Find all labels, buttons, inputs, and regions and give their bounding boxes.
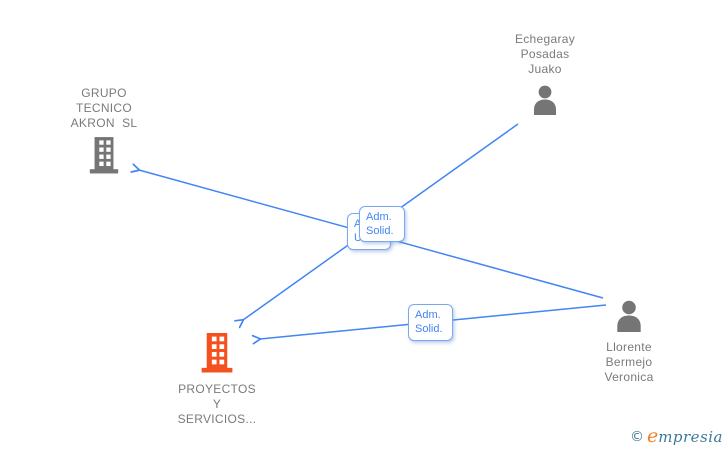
node-label-line: Echegaray [514, 32, 576, 46]
node-label-line: PROYECTOS [178, 382, 256, 396]
node-label: GRUPO TECNICO AKRON SL [44, 86, 164, 131]
edge-label-adm-solid-center: Adm. Solid. [359, 206, 405, 242]
node-grupo-tecnico-akron[interactable]: GRUPO TECNICO AKRON SL [44, 86, 164, 179]
node-label-line: TECNICO [75, 101, 133, 115]
node-label: Echegaray Posadas Juako [487, 32, 603, 77]
empresia-logo[interactable]: ©empresia [630, 425, 723, 447]
node-echegaray-posadas[interactable]: Echegaray Posadas Juako [487, 32, 603, 120]
company-building-icon[interactable] [87, 137, 121, 179]
node-label-line: Y [212, 397, 222, 411]
person-icon[interactable] [529, 85, 561, 120]
node-label-line: Llorente [606, 340, 652, 354]
brand-initial: e [646, 425, 659, 447]
edge-label-line: Solid. [366, 224, 394, 237]
company-building-icon-focal[interactable] [198, 333, 236, 378]
node-label-line: AKRON SL [70, 116, 138, 130]
node-label-line: SERVICIOS... [177, 412, 257, 426]
edge-label-adm-solid-lower: Adm. Solid. [408, 304, 453, 341]
node-label-line: Posadas [520, 47, 570, 61]
node-label-line: Juako [528, 62, 562, 76]
node-label-line: Bermejo [605, 355, 653, 369]
node-proyectos-servicios[interactable]: PROYECTOS Y SERVICIOS... [157, 333, 277, 427]
node-llorente-bermejo[interactable]: Llorente Bermejo Veronica [571, 300, 687, 385]
node-label-line: Veronica [604, 370, 654, 384]
person-icon[interactable] [612, 300, 646, 337]
copyright-icon: © [629, 429, 644, 445]
node-label-line: GRUPO [81, 86, 127, 100]
edge-label-line: Solid. [415, 322, 443, 335]
node-label: PROYECTOS Y SERVICIOS... [157, 382, 277, 427]
edge-label-line: Adm. [415, 309, 441, 321]
node-label: Llorente Bermejo Veronica [571, 340, 687, 385]
brand-name: mpresia [658, 428, 723, 446]
edge-label-line: Adm. [366, 211, 392, 223]
